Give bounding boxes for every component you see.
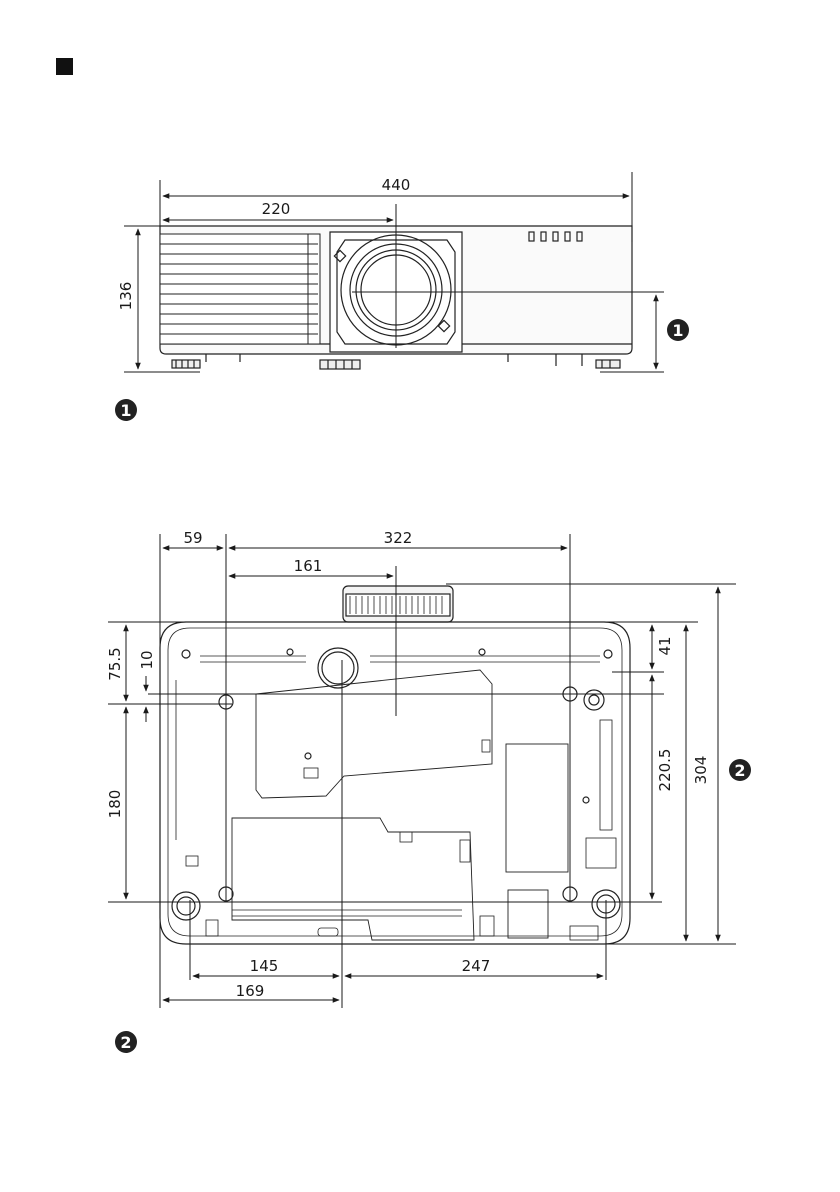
dim-half-width: 220 — [262, 200, 291, 218]
dim-depth-front: 75.5 — [106, 647, 124, 680]
svg-text:2: 2 — [734, 761, 745, 780]
dim-foot-left-overall: 169 — [236, 982, 265, 1000]
legend-marker-1: 1 — [115, 399, 137, 421]
svg-text:2: 2 — [120, 1033, 131, 1052]
dim-lens-center: 161 — [294, 557, 323, 575]
dim-foot-right: 247 — [462, 957, 491, 975]
section-marker — [56, 58, 73, 75]
legend-marker-2: 2 — [115, 1031, 137, 1053]
dim-height: 136 — [117, 282, 135, 311]
dim-mount-span: 322 — [384, 529, 413, 547]
dim-overall-width: 440 — [382, 176, 411, 194]
dim-overall-depth: 304 — [692, 756, 710, 785]
callout-1-front: 1 — [667, 319, 689, 341]
bottom-view-drawing — [160, 586, 630, 944]
dim-side-span: 220.5 — [656, 749, 674, 792]
callout-2-bottom: 2 — [729, 759, 751, 781]
svg-text:1: 1 — [120, 401, 131, 420]
dim-small-offset: 10 — [138, 650, 156, 669]
dim-left-offset: 59 — [183, 529, 202, 547]
dim-front-mount: 41 — [656, 636, 674, 655]
dim-mount-depth: 180 — [106, 790, 124, 819]
dim-foot-left: 145 — [250, 957, 279, 975]
svg-text:1: 1 — [672, 321, 683, 340]
